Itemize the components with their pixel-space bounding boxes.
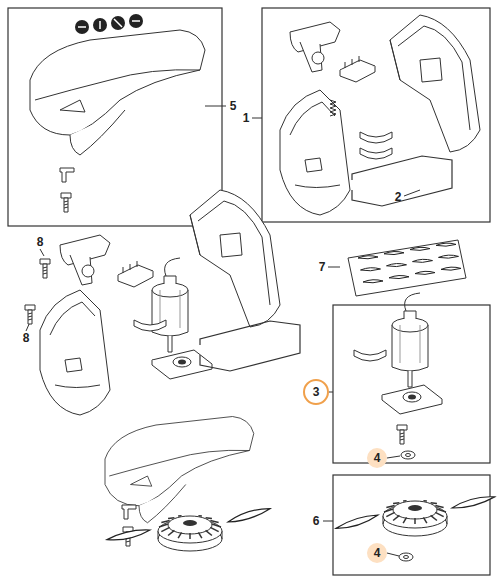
drawing-stroke xyxy=(134,320,166,331)
drawing-stroke xyxy=(410,247,430,250)
highlight-callout: 3 xyxy=(303,379,329,405)
drawing-stroke xyxy=(363,280,383,283)
drawing-stroke xyxy=(439,255,459,258)
callout-number: 3 xyxy=(313,386,320,398)
drawing-stroke xyxy=(392,293,428,387)
callout-number: 4 xyxy=(374,547,381,559)
drawing-stroke xyxy=(40,259,50,278)
highlight-callout: 4 xyxy=(367,543,387,563)
callout-number: 4 xyxy=(374,452,381,464)
callout-number: 7 xyxy=(319,261,326,273)
drawing-stroke xyxy=(106,528,150,542)
drawing-stroke xyxy=(360,148,392,159)
spool-assembly xyxy=(335,494,496,561)
leader-line xyxy=(323,521,333,522)
callout-number: 8 xyxy=(23,332,30,344)
drawing-stroke xyxy=(415,271,435,274)
drawing-stroke xyxy=(358,256,378,259)
drawing-stroke xyxy=(335,513,379,531)
drawing-stroke xyxy=(360,132,392,143)
drawing-stroke xyxy=(348,240,466,296)
drawing-stroke xyxy=(389,276,409,279)
drawing-stroke xyxy=(390,15,480,152)
main-assembly xyxy=(25,190,300,551)
drawing-stroke xyxy=(340,56,375,82)
drawing-stroke xyxy=(413,259,433,262)
drawing-stroke xyxy=(397,425,407,444)
drawing-stroke xyxy=(280,90,350,215)
drawing-stroke xyxy=(25,305,35,324)
drawing-stroke xyxy=(60,168,74,182)
leader-line xyxy=(329,392,333,393)
drawing-stroke xyxy=(190,190,280,327)
drawing-stroke xyxy=(227,506,271,524)
drawing-stroke xyxy=(200,321,300,371)
drawing-stroke xyxy=(330,100,336,116)
icon-row xyxy=(75,14,143,34)
drawing-stroke xyxy=(61,193,71,212)
frame xyxy=(8,8,222,226)
drawing-stroke xyxy=(436,243,456,246)
leader-line xyxy=(328,267,340,268)
drawing-stroke xyxy=(383,500,447,536)
frame xyxy=(262,8,490,222)
drawing-stroke xyxy=(352,156,452,206)
drawing-stroke xyxy=(60,235,110,285)
leader-line xyxy=(40,249,44,256)
cover-assembly xyxy=(30,14,205,212)
drawing-stroke xyxy=(451,494,495,510)
leader-line xyxy=(205,106,226,107)
callout-number: 2 xyxy=(395,191,402,203)
leader-line xyxy=(387,553,399,556)
drawing-stroke xyxy=(401,451,415,459)
drawing-stroke xyxy=(382,385,442,414)
drawing-stroke xyxy=(441,267,461,270)
drawing-stroke xyxy=(122,505,136,519)
blade-sheet xyxy=(348,240,466,296)
drawing-stroke xyxy=(118,261,153,287)
drawing-stroke xyxy=(354,350,386,361)
drawing-stroke xyxy=(30,30,205,155)
drawing-stroke xyxy=(105,417,254,523)
leader-line xyxy=(252,118,262,119)
drawing-stroke xyxy=(384,252,404,255)
drawing-stroke xyxy=(387,264,407,267)
housing-assembly xyxy=(280,15,480,215)
leader-lines xyxy=(26,106,420,556)
highlight-callout: 4 xyxy=(367,448,387,468)
group-frames xyxy=(8,8,490,575)
drawing-stroke xyxy=(158,515,222,551)
callout-number: 8 xyxy=(37,236,44,248)
callout-number: 1 xyxy=(243,112,250,124)
drawing-stroke xyxy=(290,22,340,72)
drawing-stroke xyxy=(152,258,188,352)
leader-line xyxy=(404,190,420,196)
motor-assembly xyxy=(354,293,442,459)
drawing-stroke xyxy=(358,243,461,283)
callout-number: 5 xyxy=(230,100,237,112)
callout-number: 6 xyxy=(313,515,320,527)
frame xyxy=(333,475,490,575)
drawing-stroke xyxy=(78,19,140,29)
drawing-stroke xyxy=(152,350,212,379)
drawing-stroke xyxy=(399,553,413,561)
drawing-stroke xyxy=(40,290,110,415)
drawing-stroke xyxy=(361,268,381,271)
leader-line xyxy=(387,456,400,458)
